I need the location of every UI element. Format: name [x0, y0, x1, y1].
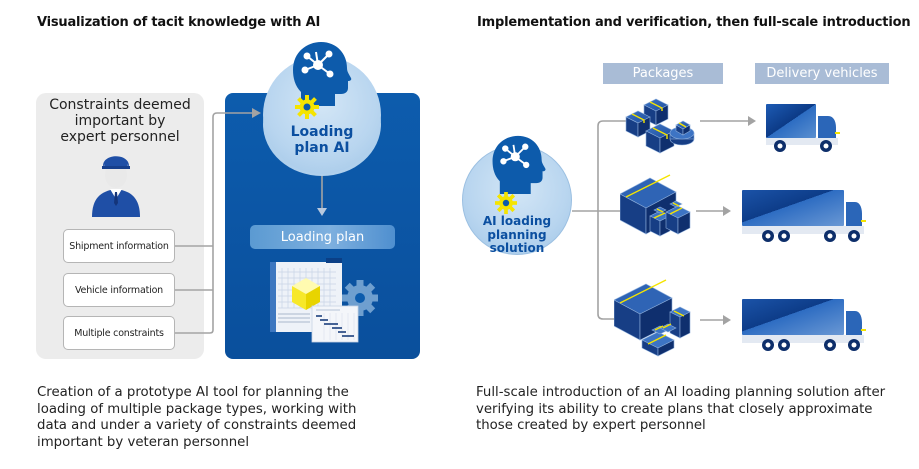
constraints-panel	[36, 93, 204, 359]
ai-label-line: Loading	[290, 124, 354, 140]
ai-head-network-icon	[492, 135, 546, 194]
packages-header-text: Packages	[632, 66, 694, 81]
loading-plan-ai-label: Loading plan AI	[263, 124, 381, 156]
large-truck-icon	[742, 299, 866, 351]
gear-icon	[495, 192, 517, 214]
small-truck-icon	[766, 104, 840, 152]
right-section-title: Implementation and verification, then fu…	[477, 15, 911, 30]
ai-loading-solution-label: AI loading planning solution	[462, 214, 572, 256]
caption-line: Creation of a prototype AI tool for plan…	[37, 385, 349, 400]
connector-line	[597, 120, 628, 320]
info-box-label: Vehicle information	[74, 284, 164, 296]
ai-label-line: plan AI	[294, 140, 350, 156]
vehicle-information-box: Vehicle information	[63, 273, 175, 307]
caption-line: Full-scale introduction of an AI loading…	[476, 385, 886, 400]
info-box-label: Shipment information	[69, 240, 169, 252]
right-caption: Full-scale introduction of an AI loading…	[476, 385, 885, 435]
constraints-heading-line: important by	[74, 113, 166, 129]
caption-line: data and under a variety of constraints …	[37, 418, 357, 433]
constraints-heading-line: Constraints deemed	[49, 97, 191, 113]
expert-person-icon	[92, 156, 140, 217]
caption-line: loading of multiple package types, worki…	[37, 401, 357, 417]
large-truck-icon	[742, 190, 866, 242]
large-package-stack-icon	[614, 279, 691, 357]
arrowhead-icon	[723, 206, 731, 216]
ai-label-line: AI loading	[482, 214, 552, 228]
constraints-heading: Constraints deemed important by expert p…	[36, 97, 204, 145]
caption-line: those created by expert personnel	[476, 418, 706, 433]
delivery-vehicles-header-text: Delivery vehicles	[766, 66, 878, 81]
left-caption: Creation of a prototype AI tool for plan…	[37, 385, 356, 451]
delivery-vehicles-header: Delivery vehicles	[755, 63, 889, 84]
left-section-title: Visualization of tacit knowledge with AI	[37, 15, 321, 30]
info-box-label: Multiple constraints	[74, 327, 164, 339]
arrowhead-icon	[723, 315, 731, 325]
caption-line: important by veteran personnel	[37, 434, 250, 450]
ai-head-network-icon	[293, 42, 352, 106]
mixed-package-stack-icon	[620, 174, 691, 237]
gear-icon	[295, 95, 319, 119]
constraints-heading-line: expert personnel	[60, 129, 180, 145]
loading-plan-label: Loading plan	[250, 225, 395, 249]
shipment-information-box: Shipment information	[63, 229, 175, 263]
arrowhead-icon	[748, 116, 756, 126]
ai-label-line: solution	[489, 241, 545, 255]
packages-header: Packages	[603, 63, 723, 84]
loading-plan-text: Loading plan	[280, 229, 365, 245]
arrowhead-icon	[252, 108, 261, 118]
multiple-constraints-box: Multiple constraints	[63, 316, 175, 350]
connector-line	[175, 112, 252, 334]
ai-label-line: planning	[487, 227, 547, 242]
loading-plan-document-icon	[270, 258, 378, 343]
caption-line: verifying its ability to create plans th…	[476, 401, 873, 417]
arrowhead-icon	[317, 208, 327, 216]
small-package-stack-icon	[625, 98, 695, 154]
